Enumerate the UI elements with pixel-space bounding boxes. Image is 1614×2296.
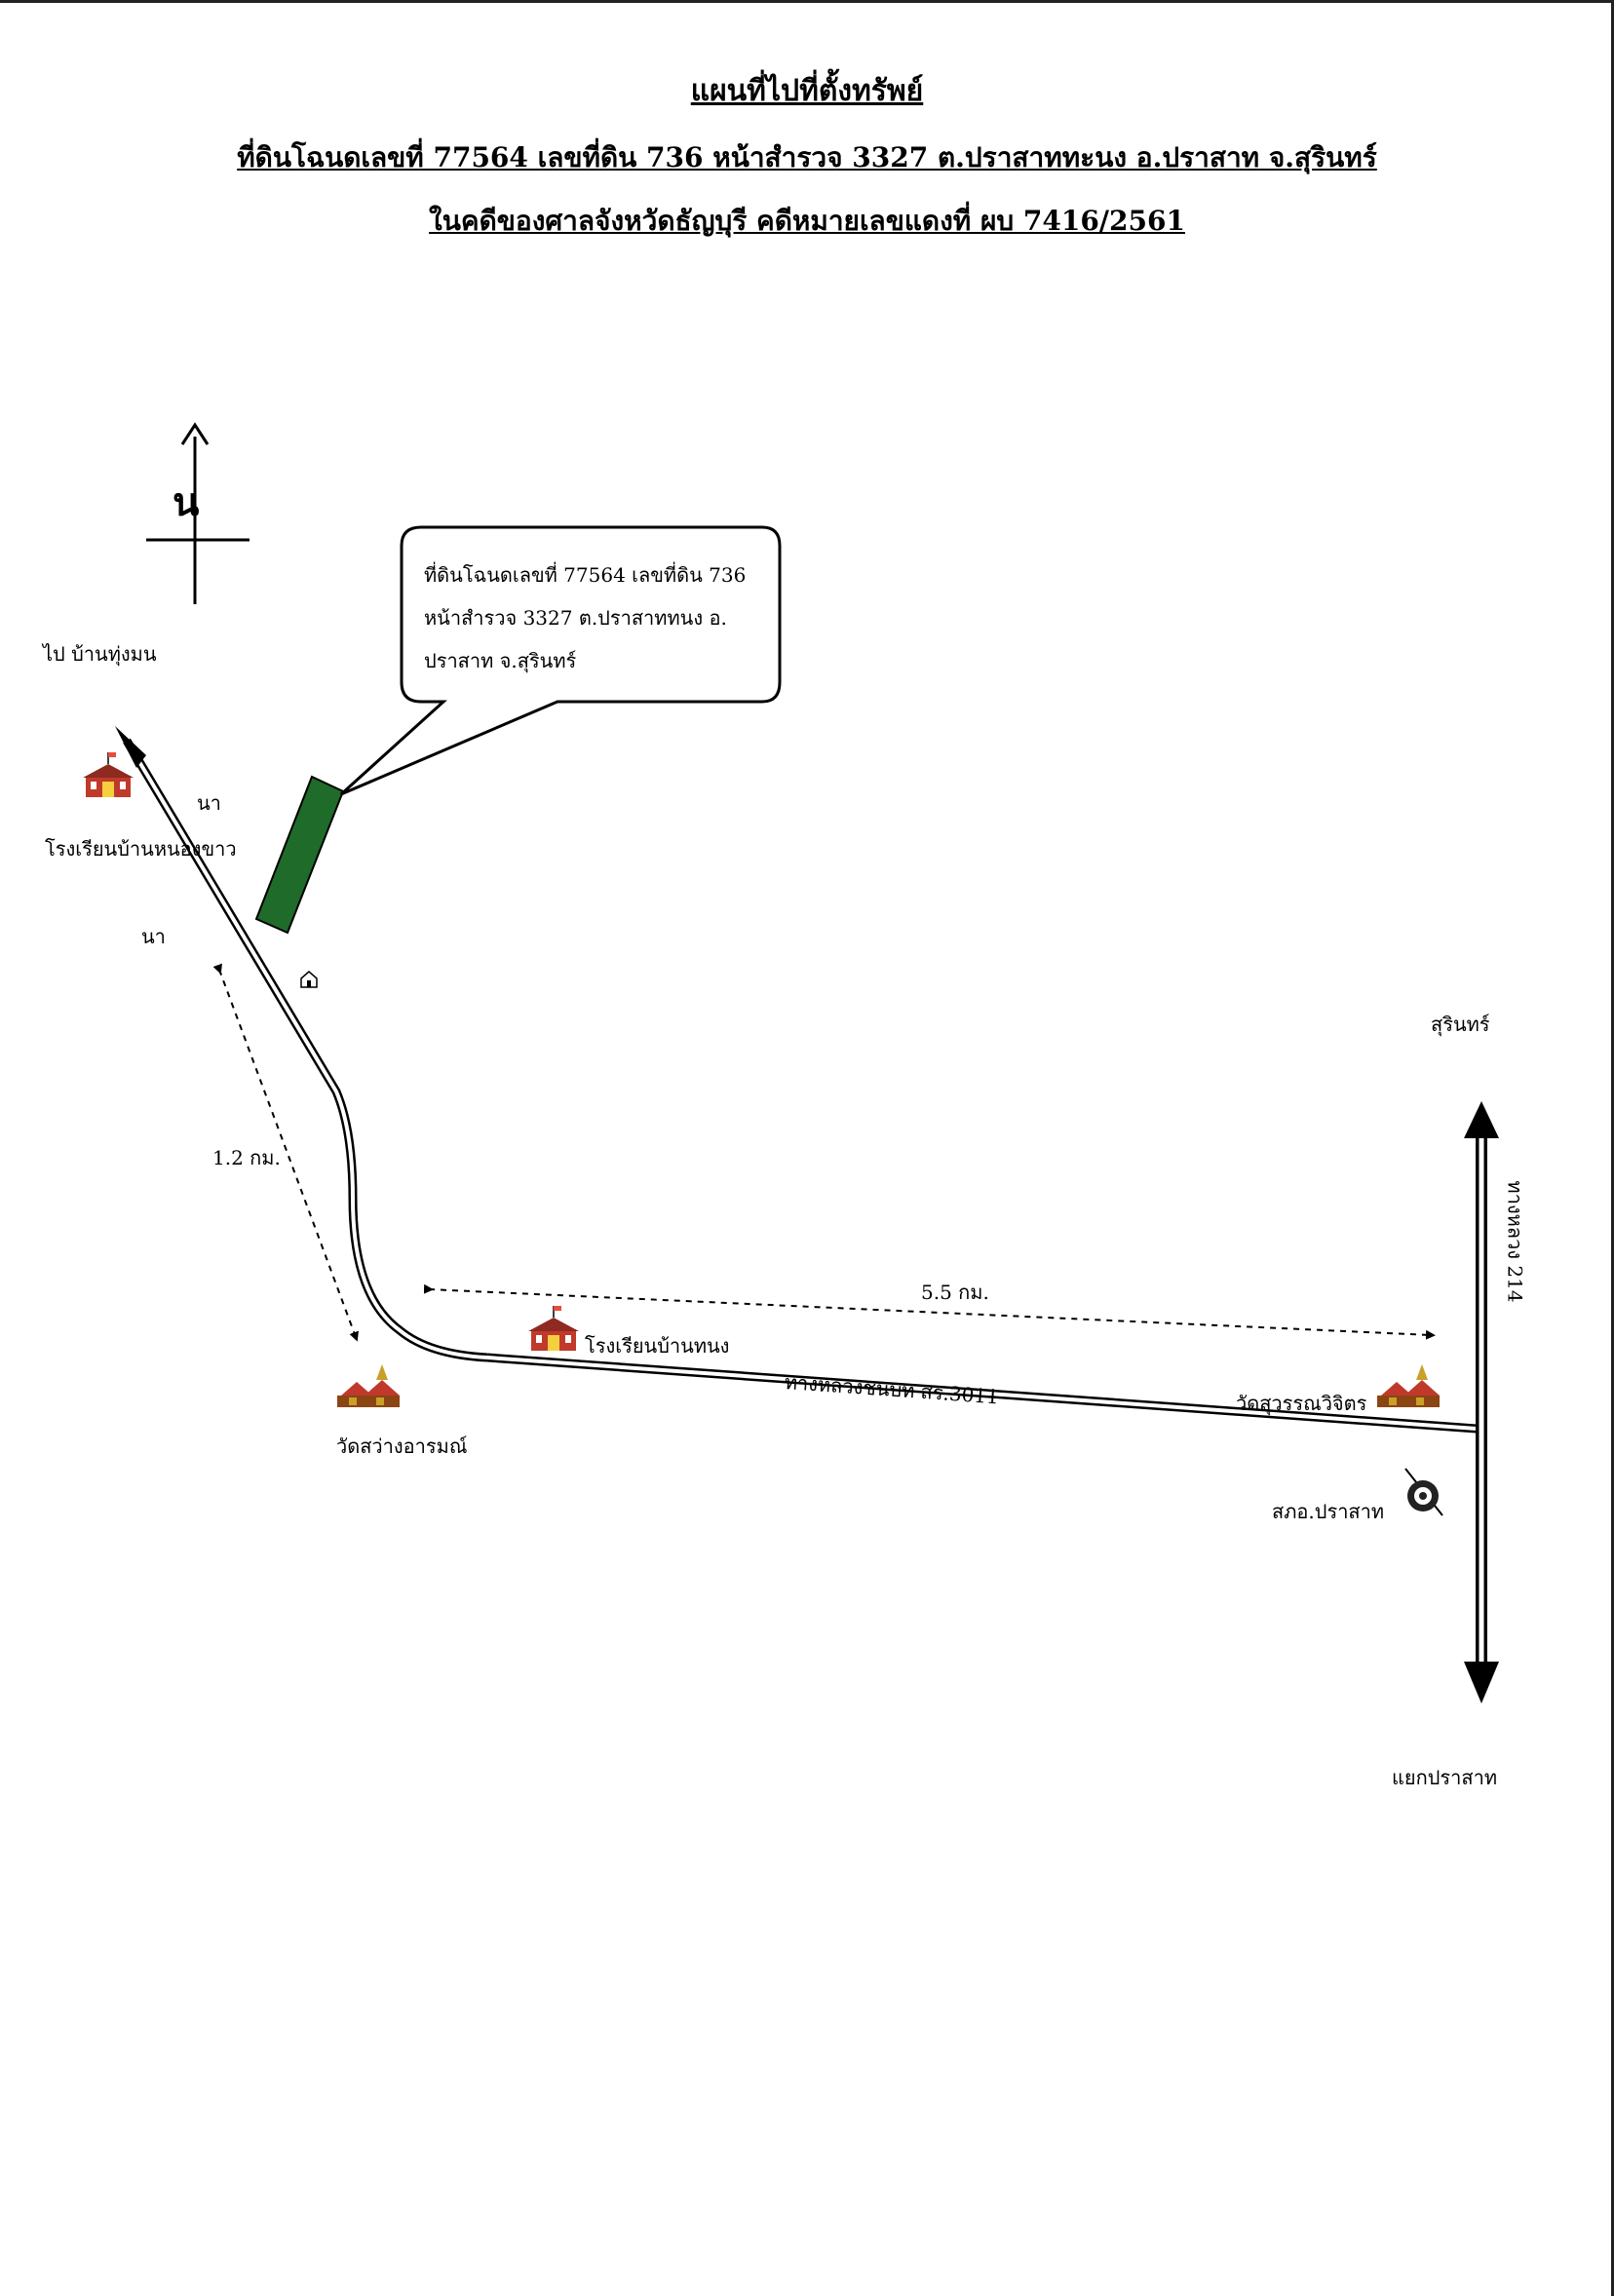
label-surin: สุรินทร์ bbox=[1431, 1013, 1490, 1036]
road-arrow-icon bbox=[115, 726, 146, 768]
north-label: น bbox=[173, 479, 200, 525]
school-icon bbox=[83, 752, 134, 797]
map-subtitle-parcel: ที่ดินโฉนดเลขที่ 77564 เลขที่ดิน 736 หน้… bbox=[237, 141, 1377, 173]
police-badge-icon bbox=[1404, 1468, 1443, 1516]
label-prasat-junction: แยกปราสาท bbox=[1392, 1766, 1498, 1789]
callout-line: หน้าสำรวจ 3327 ต.ปราสาททนง อ. bbox=[424, 606, 727, 630]
label-police-station: สภอ.ปราสาท bbox=[1272, 1500, 1385, 1523]
label-wat-suwan: วัดสุวรรณวิจิตร bbox=[1236, 1392, 1367, 1415]
callout-line: ที่ดินโฉนดเลขที่ 77564 เลขที่ดิน 736 bbox=[424, 563, 747, 587]
label-field: นา bbox=[197, 791, 221, 815]
arrow-down-icon bbox=[1464, 1662, 1499, 1703]
rural-road-sr3011 bbox=[486, 1353, 1478, 1434]
label-field: นา bbox=[141, 925, 166, 948]
callout-text: ที่ดินโฉนดเลขที่ 77564 เลขที่ดิน 736 หน้… bbox=[424, 554, 775, 682]
page-edge-right bbox=[1611, 0, 1614, 2296]
label-to-ban-thung-mon: ไป บ้านทุ่งมน bbox=[43, 642, 157, 666]
arrow-up-icon bbox=[1464, 1101, 1499, 1138]
map-title: แผนที่ไปที่ตั้งทรัพย์ bbox=[690, 74, 924, 108]
temple-icon bbox=[1377, 1364, 1440, 1407]
map-subtitle-case: ในคดีของศาลจังหวัดธัญบุรี คดีหมายเลขแดงท… bbox=[429, 205, 1185, 237]
label-wat-sawang: วัดสว่างอารมณ์ bbox=[336, 1435, 468, 1458]
label-distance-5-5km: 5.5 กม. bbox=[921, 1281, 989, 1304]
page-edge-top bbox=[0, 0, 1614, 3]
distance-marker-5-5km bbox=[423, 1283, 1436, 1340]
label-distance-1-2km: 1.2 กม. bbox=[212, 1146, 281, 1169]
highway-214 bbox=[1464, 1101, 1499, 1703]
parcel-callout bbox=[339, 525, 782, 796]
label-school-nong-khao: โรงเรียนบ้านหนองขาว bbox=[45, 837, 237, 861]
school-icon bbox=[528, 1306, 579, 1351]
compass-rose bbox=[146, 422, 250, 604]
temple-icon bbox=[337, 1364, 400, 1407]
label-highway-214: ทางหลวง 214 bbox=[1503, 1180, 1527, 1303]
callout-line: ปราสาท จ.สุรินทร์ bbox=[424, 649, 577, 672]
land-parcel bbox=[254, 775, 345, 935]
label-school-ban-thanong: โรงเรียนบ้านทนง bbox=[585, 1334, 730, 1358]
house-icon bbox=[300, 971, 318, 988]
